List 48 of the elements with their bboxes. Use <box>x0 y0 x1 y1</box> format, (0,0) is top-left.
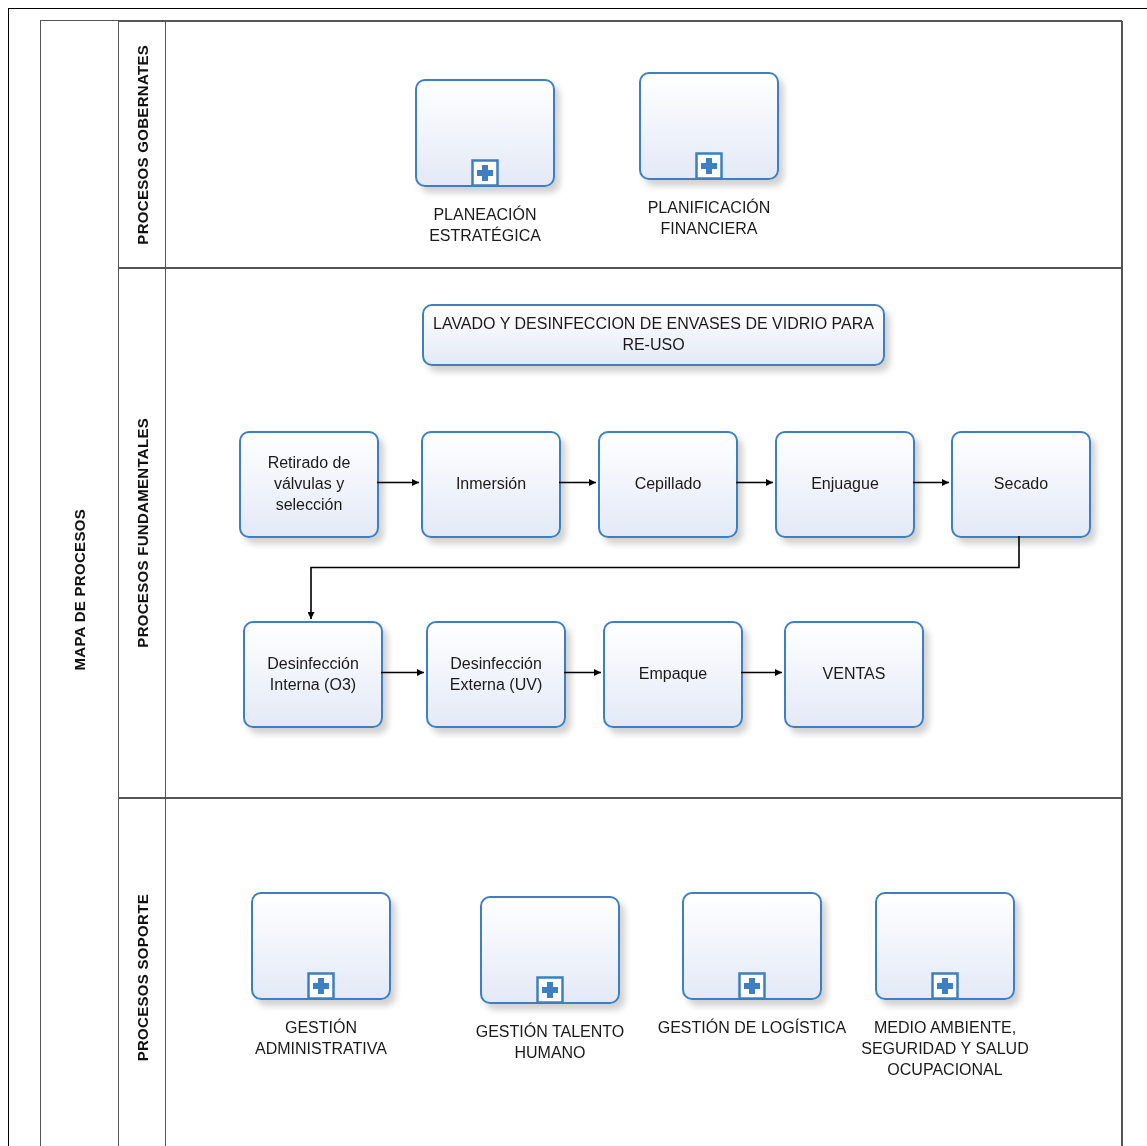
process-caption: GESTIÓN ADMINISTRATIVA <box>254 1018 388 1059</box>
arrow <box>912 479 950 486</box>
subprocess-box <box>639 72 779 180</box>
process-box <box>421 431 561 538</box>
process-box <box>784 621 924 728</box>
subprocess-box <box>682 892 822 1000</box>
process-label: Enjuague <box>811 474 879 495</box>
process-box <box>603 621 743 728</box>
subprocess-box <box>415 79 555 187</box>
arrow <box>735 479 774 486</box>
process-label: Secado <box>993 474 1049 495</box>
process-box <box>422 304 885 366</box>
process-box <box>239 431 379 538</box>
lane-title: MAPA DE PROCESOS <box>71 509 88 671</box>
process-box <box>243 621 383 728</box>
process-box <box>426 621 566 728</box>
process-box <box>775 431 915 538</box>
swimlane <box>118 21 1123 268</box>
subprocess-box <box>251 892 391 1000</box>
swimlane <box>118 268 1123 798</box>
arrow <box>563 669 602 676</box>
process-caption: GESTIÓN DE LOGÍSTICA <box>657 1018 847 1038</box>
process-label: Inmersión <box>455 474 527 495</box>
process-label: Retirado de válvulas y selección <box>266 453 352 515</box>
process-caption: MEDIO AMBIENTE, SEGURIDAD Y SALUD OCUPACIONAL <box>860 1018 1030 1080</box>
arrow <box>307 535 1020 620</box>
process-label: Cepillado <box>634 474 702 495</box>
arrow <box>380 669 425 676</box>
process-label: Empaque <box>638 664 708 685</box>
process-box <box>598 431 738 538</box>
process-label: LAVADO Y DESINFECCION DE ENVASES DE VIDRIO PARA RE-USO <box>432 314 875 355</box>
swimlane <box>118 798 1123 1146</box>
lane-title: PROCESOS SOPORTE <box>133 894 151 1062</box>
arrow <box>558 479 597 486</box>
arrow <box>376 479 420 486</box>
subprocess-box <box>480 896 620 1004</box>
process-label: Desinfección Externa (UV) <box>448 653 544 695</box>
process-label: Desinfección Interna (O3) <box>266 653 360 695</box>
process-caption: PLANIFICACIÓN FINANCIERA <box>646 198 772 239</box>
process-label: VENTAS <box>822 664 886 685</box>
process-box <box>951 431 1091 538</box>
arrow <box>740 669 783 676</box>
lane-title: PROCESOS FUNDAMENTALES <box>133 418 151 648</box>
lane-title: PROCESOS GOBERNATES <box>133 44 151 245</box>
pool <box>40 20 1122 1146</box>
process-caption: GESTIÓN TALENTO HUMANO <box>474 1022 626 1063</box>
subprocess-box <box>875 892 1015 1000</box>
process-caption: PLANEACIÓN ESTRATÉGICA <box>428 205 542 246</box>
